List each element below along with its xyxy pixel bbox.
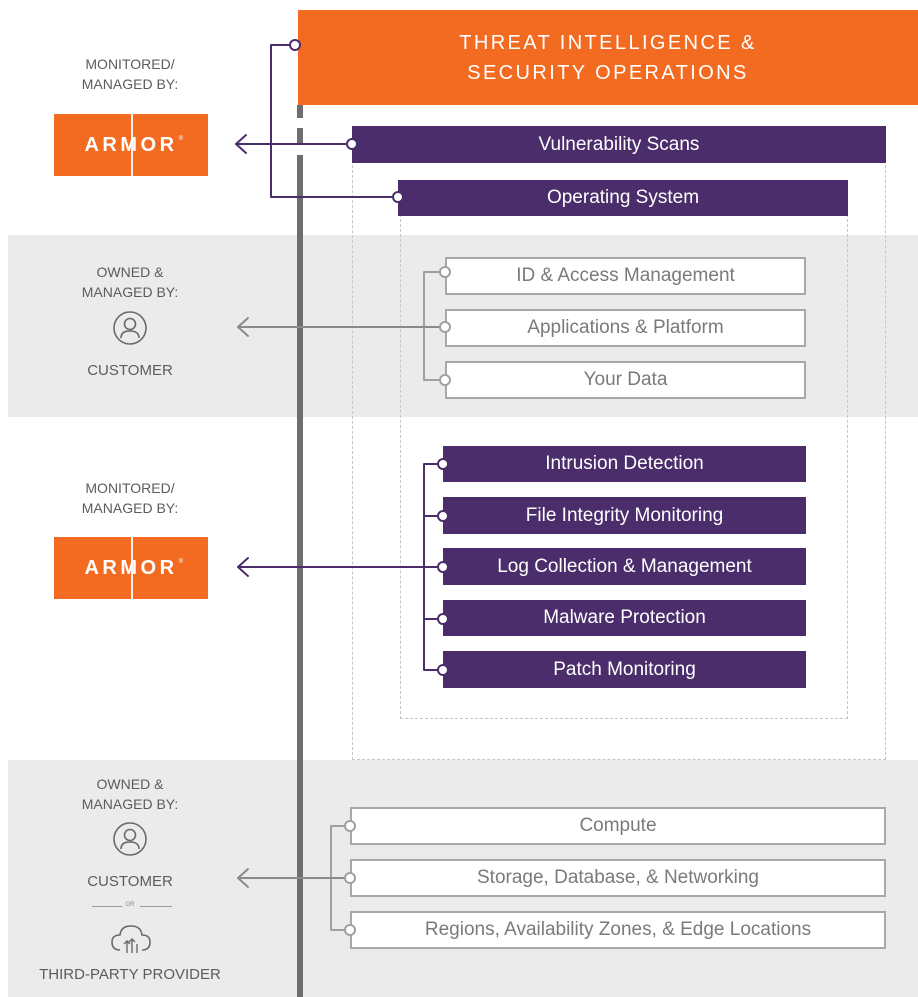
infra-layer-item: Compute bbox=[350, 807, 886, 845]
connector-node bbox=[437, 510, 449, 522]
arrow-left-icon bbox=[237, 557, 249, 577]
third-party-provider-label: THIRD-PARTY PROVIDER bbox=[39, 966, 221, 983]
connector-node bbox=[437, 613, 449, 625]
user-circle-icon bbox=[113, 311, 147, 345]
infra-layer-item: Regions, Availability Zones, & Edge Loca… bbox=[350, 911, 886, 949]
center-spine-dash bbox=[297, 118, 303, 128]
connector-node bbox=[437, 664, 449, 676]
vulnerability-scans-label: Vulnerability Scans bbox=[538, 133, 700, 155]
customer-layer-item: Applications & Platform bbox=[445, 309, 806, 347]
label-line: MONITORED/ bbox=[85, 480, 175, 496]
arrow-left-icon bbox=[235, 134, 247, 154]
customer-owner-label: CUSTOMER bbox=[87, 873, 173, 890]
label-line: MANAGED BY: bbox=[81, 796, 179, 812]
armor-layer-item: File Integrity Monitoring bbox=[443, 497, 806, 534]
connector-node bbox=[346, 138, 358, 150]
trademark-mark: ® bbox=[178, 559, 183, 565]
connector-node bbox=[344, 872, 356, 884]
label-line: OWNED & bbox=[96, 264, 164, 280]
armor-layer-item: Log Collection & Management bbox=[443, 548, 806, 585]
armor-logo-text: ARMOR bbox=[84, 556, 178, 579]
armor-logo: ARMOR ® bbox=[54, 114, 208, 176]
label-line: MONITORED/ bbox=[85, 56, 175, 72]
operating-system-bar: Operating System bbox=[398, 180, 848, 216]
operating-system-label: Operating System bbox=[546, 187, 700, 208]
connector-node bbox=[437, 561, 449, 573]
customer-layer-item: ID & Access Management bbox=[445, 257, 806, 295]
connector-node bbox=[439, 321, 451, 333]
customer-mid-owned-label: OWNED & MANAGED BY: bbox=[40, 262, 220, 302]
armor-layer-item: Patch Monitoring bbox=[443, 651, 806, 688]
armor-layer-item: Malware Protection bbox=[443, 600, 806, 636]
armor-logo: ARMOR ® bbox=[54, 537, 208, 599]
armor-layer-item: Intrusion Detection bbox=[443, 446, 806, 482]
cloud-upload-icon bbox=[111, 925, 151, 953]
layer-item-label: Your Data bbox=[583, 369, 668, 390]
armor-top-bracket bbox=[270, 44, 399, 198]
or-divider-right bbox=[140, 906, 172, 907]
layer-item-label: Patch Monitoring bbox=[553, 658, 696, 680]
vulnerability-scans-bar: Vulnerability Scans bbox=[352, 126, 886, 163]
infra-layer-item: Storage, Database, & Networking bbox=[350, 859, 886, 897]
arrow-left-icon bbox=[237, 868, 249, 888]
header-line2: SECURITY OPERATIONS bbox=[467, 61, 749, 84]
customer-layer-item: Your Data bbox=[445, 361, 806, 399]
layer-item-label: Applications & Platform bbox=[527, 317, 724, 338]
connector-node bbox=[344, 820, 356, 832]
or-divider-left bbox=[92, 906, 122, 907]
header-line1: THREAT INTELLIGENCE & bbox=[459, 31, 757, 54]
connector-node bbox=[344, 924, 356, 936]
armor-logo-text: ARMOR bbox=[84, 133, 178, 156]
layer-item-label: Intrusion Detection bbox=[545, 453, 704, 474]
label-line: MANAGED BY: bbox=[81, 500, 179, 516]
connector-node bbox=[437, 458, 449, 470]
center-spine bbox=[297, 105, 303, 997]
connector-node bbox=[289, 39, 301, 51]
layer-item-label: ID & Access Management bbox=[516, 265, 735, 286]
layer-item-label: Regions, Availability Zones, & Edge Loca… bbox=[424, 919, 812, 940]
user-circle-icon bbox=[113, 822, 147, 856]
label-line: OWNED & bbox=[96, 776, 164, 792]
layer-item-label: File Integrity Monitoring bbox=[525, 504, 724, 526]
or-label: OR bbox=[125, 902, 135, 908]
connector-node bbox=[439, 374, 451, 386]
logo-divider bbox=[131, 114, 133, 176]
connector-node bbox=[439, 266, 451, 278]
trademark-mark: ® bbox=[178, 136, 183, 142]
armor-top-managed-label: MONITORED/ MANAGED BY: bbox=[40, 54, 220, 94]
layer-item-label: Log Collection & Management bbox=[497, 555, 752, 577]
label-line: MANAGED BY: bbox=[81, 284, 179, 300]
label-line: MANAGED BY: bbox=[81, 76, 179, 92]
armor-mid-managed-label: MONITORED/ MANAGED BY: bbox=[40, 478, 220, 518]
customer-owner-label: CUSTOMER bbox=[87, 362, 173, 379]
layer-item-label: Storage, Database, & Networking bbox=[477, 867, 759, 888]
logo-divider bbox=[131, 537, 133, 599]
layer-item-label: Compute bbox=[579, 815, 657, 836]
arrow-left-icon bbox=[237, 317, 249, 337]
customer-bottom-owned-label: OWNED & MANAGED BY: bbox=[40, 774, 220, 814]
threat-intel-header: THREAT INTELLIGENCE & SECURITY OPERATION… bbox=[298, 10, 918, 105]
layer-item-label: Malware Protection bbox=[543, 607, 706, 628]
center-spine-dash bbox=[297, 145, 303, 155]
connector-node bbox=[392, 191, 404, 203]
